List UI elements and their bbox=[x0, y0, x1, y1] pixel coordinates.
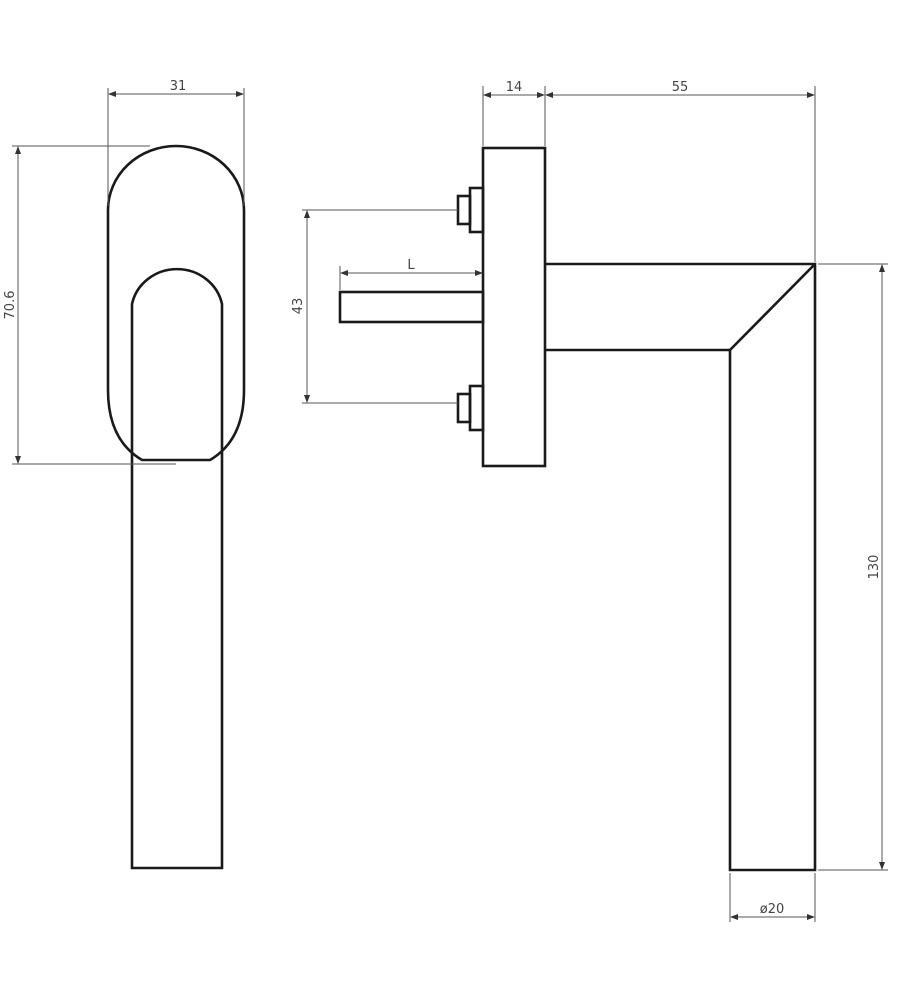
rose-plate bbox=[481, 146, 547, 468]
arrow-head bbox=[304, 395, 310, 403]
arrow-head bbox=[236, 91, 244, 97]
side-view: 14 55 43 L 130 ø20 bbox=[291, 80, 888, 922]
dimension-label-70-6: 70.6 bbox=[3, 291, 18, 320]
arrow-head bbox=[879, 264, 885, 272]
arrow-head bbox=[807, 914, 815, 920]
arrow-head bbox=[730, 914, 738, 920]
upper-screw bbox=[456, 186, 485, 234]
dimension-label-d20: ø20 bbox=[760, 902, 785, 917]
arrow-head bbox=[340, 270, 348, 276]
dimension-label-L: L bbox=[407, 258, 415, 273]
side-lever-outline bbox=[545, 262, 817, 872]
front-rose-outline bbox=[106, 144, 246, 462]
dimension-label-31: 31 bbox=[170, 79, 187, 94]
arrow-head bbox=[475, 270, 483, 276]
lower-screw bbox=[456, 384, 485, 432]
dimension-label-130: 130 bbox=[867, 555, 882, 580]
arrow-head bbox=[545, 92, 553, 98]
arrow-head bbox=[807, 92, 815, 98]
arrow-head bbox=[879, 862, 885, 870]
arrow-head bbox=[483, 92, 491, 98]
lever-miter-line bbox=[729, 263, 816, 351]
dimension-label-55: 55 bbox=[672, 80, 689, 95]
arrow-head bbox=[15, 456, 21, 464]
arrow-head bbox=[537, 92, 545, 98]
arrow-head bbox=[304, 210, 310, 218]
front-view: 31 70.6 bbox=[3, 79, 246, 870]
arrow-head bbox=[108, 91, 116, 97]
spindle bbox=[338, 290, 485, 324]
arrow-head bbox=[15, 146, 21, 154]
dimension-label-14: 14 bbox=[506, 80, 523, 95]
dimension-label-43: 43 bbox=[291, 298, 306, 315]
front-lever-outline bbox=[130, 267, 224, 870]
